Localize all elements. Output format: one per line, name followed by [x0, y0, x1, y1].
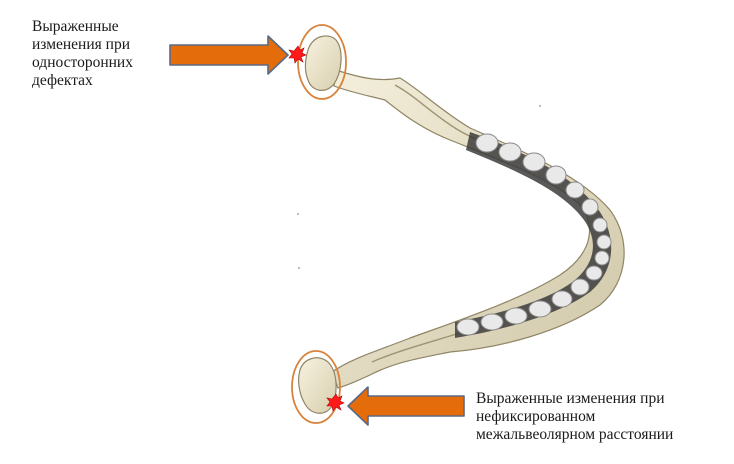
annotation-bottom: Выраженные изменения при нефиксированном… — [476, 390, 673, 444]
tooth — [480, 313, 504, 331]
upper-condyle-highlight — [297, 24, 347, 100]
tooth — [504, 307, 528, 325]
lower-condyle-highlight — [291, 350, 341, 424]
tooth — [528, 300, 552, 318]
tooth — [596, 234, 612, 250]
tooth — [592, 217, 608, 233]
tooth — [594, 250, 610, 266]
annotation-bottom-line-3: межальвеолярном расстоянии — [476, 426, 674, 443]
starburst-marker-icon — [326, 393, 345, 412]
tooth — [456, 318, 480, 336]
speck — [298, 267, 300, 269]
tooth — [565, 181, 585, 199]
left-arrow-icon — [347, 386, 465, 426]
starburst-marker-icon — [288, 45, 307, 64]
annotation-bottom-line-2: нефиксированном — [476, 408, 596, 425]
annotation-top: Выраженные изменения при односторонних д… — [32, 18, 133, 90]
annotation-bottom-line-1: Выраженные изменения при — [476, 390, 665, 407]
annotation-top-line-3: односторонних — [32, 54, 133, 71]
annotation-top-line-4: дефектах — [32, 72, 93, 89]
annotation-top-line-1: Выраженные — [32, 18, 119, 35]
teeth-row — [456, 133, 612, 336]
speck — [539, 105, 541, 107]
tooth — [585, 265, 603, 281]
tooth — [522, 152, 546, 172]
tooth — [475, 133, 499, 153]
speck — [297, 213, 299, 215]
tooth — [545, 165, 567, 185]
mandible-body — [331, 69, 625, 389]
tooth — [551, 290, 573, 308]
tooth — [581, 198, 599, 216]
right-arrow-icon — [169, 35, 289, 75]
tooth — [498, 142, 522, 162]
tooth — [570, 278, 590, 296]
annotation-top-line-2: изменения при — [32, 36, 130, 53]
upper-condyle — [304, 35, 342, 91]
